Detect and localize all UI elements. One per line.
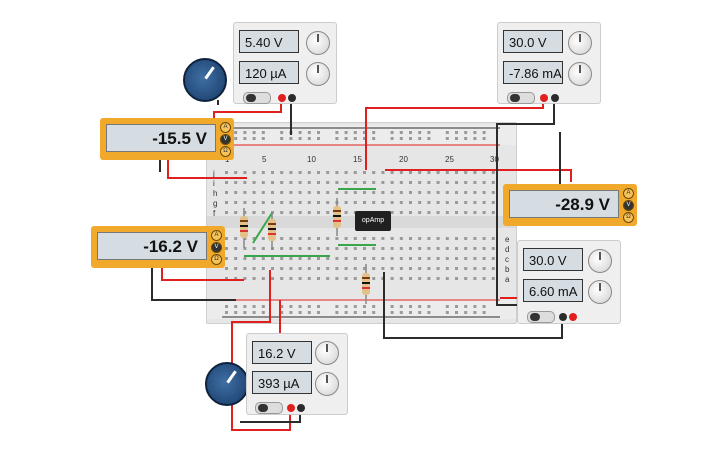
column-number-15: 15 [353, 155, 362, 164]
top-power-rail [207, 125, 516, 145]
breadboard[interactable]: j i h g f e d c b a 1 5 10 15 20 25 30 [206, 122, 517, 324]
voltage-knob-icon[interactable] [568, 31, 592, 55]
column-number-5: 5 [262, 155, 267, 164]
column-number-30: 30 [490, 155, 499, 164]
psu-current-display: 120 µA [239, 61, 299, 84]
resistor-4 [362, 264, 370, 304]
negative-terminal-icon[interactable] [288, 94, 296, 102]
psu-current-display: 6.60 mA [523, 279, 583, 302]
positive-terminal-icon[interactable] [287, 404, 295, 412]
negative-terminal-icon[interactable] [297, 404, 305, 412]
meter-reading-display: -15.5 V [106, 124, 216, 152]
power-toggle[interactable] [507, 92, 535, 104]
wire-black-meter2-rail [151, 268, 236, 301]
power-toggle[interactable] [527, 311, 555, 323]
wire-black-psu3-board [383, 272, 563, 339]
psu-current-display: -7.86 mA [503, 61, 563, 84]
bottom-power-rail [207, 299, 516, 319]
power-supply-bottom[interactable]: 16.2 V 393 µA [246, 333, 348, 415]
hole-grid [225, 131, 495, 314]
multimeter-left[interactable]: -16.2 V A V Ω [91, 226, 225, 268]
positive-terminal-icon[interactable] [540, 94, 548, 102]
positive-terminal-icon[interactable] [278, 94, 286, 102]
row-letter-d: d [505, 245, 510, 254]
meter-reading-display: -28.9 V [509, 190, 619, 218]
resistor-3 [333, 198, 341, 236]
potentiometer-top[interactable] [183, 58, 227, 102]
column-number-10: 10 [307, 155, 316, 164]
power-toggle[interactable] [243, 92, 271, 104]
mode-ammeter-icon[interactable]: A [220, 122, 231, 133]
voltage-knob-icon[interactable] [588, 249, 612, 273]
current-knob-icon[interactable] [306, 62, 330, 86]
row-letter-a: a [505, 275, 510, 284]
potentiometer-bottom[interactable] [205, 362, 249, 406]
negative-terminal-icon[interactable] [551, 94, 559, 102]
mode-ohmmeter-icon[interactable]: Ω [220, 146, 231, 157]
psu-voltage-display: 30.0 V [523, 248, 583, 271]
row-letter-i: i [213, 179, 215, 188]
row-letter-b: b [505, 265, 510, 274]
voltage-knob-icon[interactable] [315, 341, 339, 365]
wire-red-meter1-board [167, 160, 247, 179]
wire-red-meter2-board [161, 268, 244, 281]
breadboard-holes [207, 123, 516, 323]
power-supply-top-right[interactable]: 30.0 V -7.86 mA [497, 22, 601, 104]
psu-voltage-display: 30.0 V [503, 30, 563, 53]
current-knob-icon[interactable] [568, 62, 592, 86]
column-number-20: 20 [399, 155, 408, 164]
opamp-chip[interactable]: opAmp [355, 211, 391, 231]
power-toggle[interactable] [255, 402, 283, 414]
positive-terminal-icon[interactable] [569, 313, 577, 321]
mode-ohmmeter-icon[interactable]: Ω [623, 212, 634, 223]
resistor-1 [240, 208, 248, 248]
row-letter-c: c [505, 255, 509, 264]
psu-voltage-display: 5.40 V [239, 30, 299, 53]
current-knob-icon[interactable] [315, 372, 339, 396]
power-supply-right[interactable]: 30.0 V 6.60 mA [517, 240, 621, 324]
column-number-25: 25 [445, 155, 454, 164]
voltage-knob-icon[interactable] [306, 31, 330, 55]
wire-black-psu2-rail [496, 97, 555, 306]
mode-ammeter-icon[interactable]: A [623, 188, 634, 199]
wire-red-meter3-board [385, 169, 572, 182]
current-knob-icon[interactable] [588, 280, 612, 304]
mode-ammeter-icon[interactable]: A [211, 230, 222, 241]
meter-reading-display: -16.2 V [97, 232, 207, 260]
row-letter-e: e [505, 235, 510, 244]
wire-red-psu2-board [365, 97, 544, 170]
psu-current-display: 393 µA [252, 371, 312, 394]
mode-voltmeter-icon[interactable]: V [211, 242, 222, 253]
negative-terminal-icon[interactable] [559, 313, 567, 321]
psu-voltage-display: 16.2 V [252, 341, 312, 364]
mode-voltmeter-icon[interactable]: V [623, 200, 634, 211]
row-letter-h: h [213, 189, 218, 198]
row-letter-f: f [213, 209, 216, 218]
resistor-2 [268, 212, 276, 250]
power-supply-top-left[interactable]: 5.40 V 120 µA [233, 22, 337, 104]
mode-ohmmeter-icon[interactable]: Ω [211, 254, 222, 265]
row-letter-g: g [213, 199, 218, 208]
jumper-green-diagonal [252, 212, 273, 244]
row-letter-j: j [213, 169, 215, 178]
multimeter-top-left[interactable]: -15.5 V A V Ω [100, 118, 234, 160]
multimeter-right[interactable]: -28.9 V A V Ω [503, 184, 637, 226]
mode-voltmeter-icon[interactable]: V [220, 134, 231, 145]
